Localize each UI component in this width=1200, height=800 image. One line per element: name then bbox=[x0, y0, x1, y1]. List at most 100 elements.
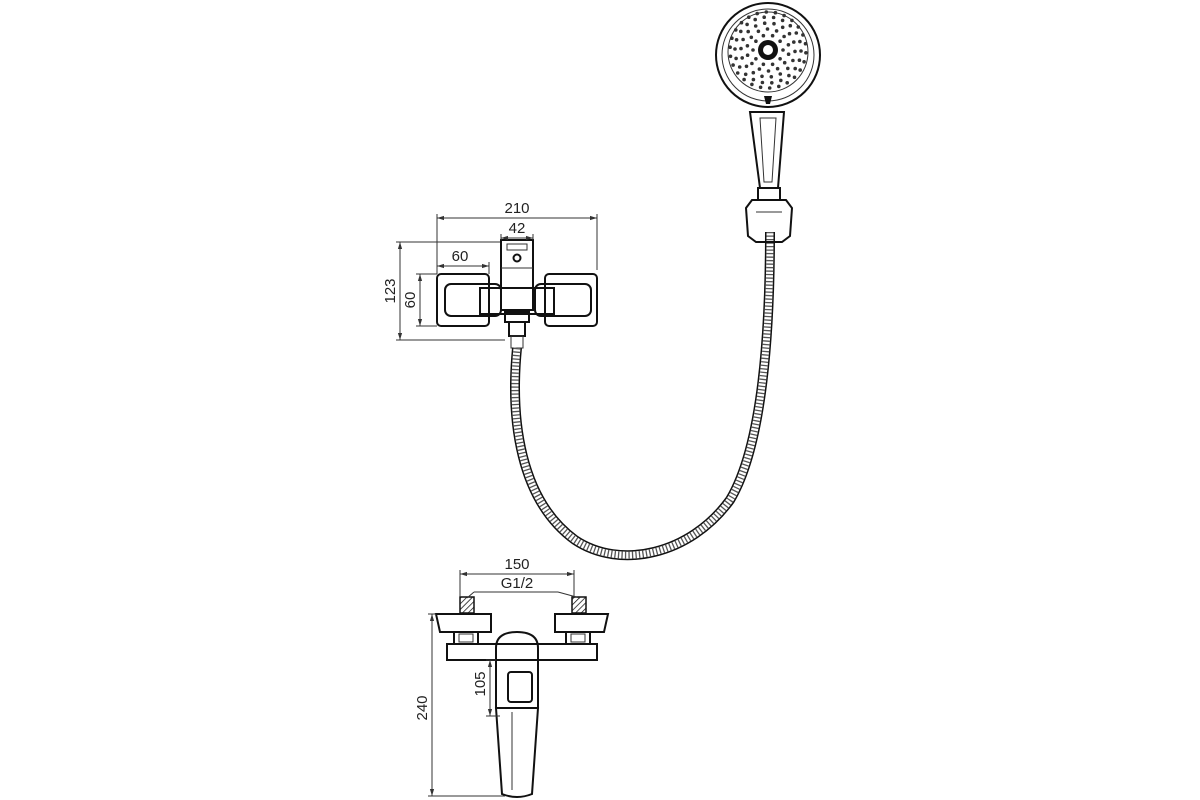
nozzle-dot bbox=[734, 28, 738, 32]
nozzle-dot bbox=[735, 71, 740, 75]
nozzle-dot bbox=[751, 70, 756, 75]
nozzle-dot bbox=[747, 15, 751, 19]
nozzle-dot bbox=[788, 23, 793, 28]
nozzle-dot bbox=[786, 43, 791, 47]
nozzle-dot bbox=[774, 29, 779, 33]
mixer-body-bar bbox=[479, 287, 555, 315]
nozzle-dot bbox=[772, 21, 776, 26]
dimension-overall-height: 123 bbox=[382, 241, 505, 341]
nozzle-dot bbox=[802, 60, 806, 64]
shower-hose bbox=[510, 231, 775, 561]
nozzle-dot bbox=[792, 75, 797, 80]
nozzle-dot bbox=[761, 62, 766, 67]
nozzle-dot bbox=[739, 46, 743, 51]
dimension-center-distance: 150 bbox=[459, 556, 575, 597]
nozzle-dot bbox=[796, 25, 801, 29]
nozzle-dot bbox=[797, 58, 802, 62]
nozzle-dot bbox=[742, 77, 746, 82]
hose-outlet-nut bbox=[504, 311, 530, 349]
nozzle-dot bbox=[745, 53, 750, 57]
spout bbox=[494, 707, 540, 798]
dim-label-60-h: 60 bbox=[452, 248, 469, 265]
nozzle-dot bbox=[782, 13, 786, 18]
nozzle-dot bbox=[749, 35, 754, 40]
nozzle-dot bbox=[804, 51, 808, 55]
nozzle-dot bbox=[728, 54, 733, 59]
nozzle-dot bbox=[778, 39, 782, 43]
nozzle-dot bbox=[753, 24, 758, 28]
right-handle bbox=[534, 273, 598, 327]
dimension-overall-width: 210 bbox=[436, 200, 598, 270]
nozzle-dot bbox=[764, 10, 769, 14]
nozzle-dot bbox=[794, 31, 799, 35]
nozzle-dot bbox=[751, 77, 756, 82]
nozzle-dot bbox=[803, 41, 808, 46]
left-thread bbox=[459, 596, 475, 614]
thread-callout: G1/2 bbox=[466, 575, 581, 599]
nozzle-dot bbox=[744, 64, 749, 69]
nozzle-dot bbox=[785, 81, 789, 85]
nozzle-dot bbox=[786, 66, 790, 71]
nozzle-dot bbox=[728, 45, 732, 49]
nozzle-dot bbox=[787, 31, 792, 36]
central-column bbox=[495, 630, 539, 709]
nozzle-dot bbox=[765, 27, 770, 31]
nozzle-dot bbox=[741, 37, 745, 42]
nozzle-dot bbox=[739, 20, 744, 25]
nozzle-dot bbox=[773, 10, 778, 15]
nozzle-dot bbox=[754, 57, 758, 61]
right-thread bbox=[571, 596, 587, 614]
dimension-handle-width: 60 bbox=[436, 248, 490, 274]
dimension-body-height: 60 bbox=[402, 273, 437, 327]
nozzle-dot bbox=[757, 67, 762, 71]
nozzle-dot bbox=[786, 52, 791, 56]
nozzle-dot bbox=[740, 56, 744, 60]
right-flange bbox=[554, 613, 610, 633]
dimension-spout-projection: 105 bbox=[472, 659, 500, 717]
left-handle bbox=[436, 273, 502, 327]
nozzle-dot bbox=[798, 39, 802, 44]
nozzle-dot bbox=[760, 80, 765, 85]
nozzle-dot bbox=[762, 15, 766, 19]
hand-shower bbox=[715, 2, 821, 243]
nozzle-dot bbox=[770, 81, 774, 85]
nozzle-dot bbox=[737, 65, 742, 69]
dim-label-42: 42 bbox=[509, 220, 526, 237]
mixer-top-view: 150 G1/2 105 240 bbox=[414, 556, 610, 798]
mixer-front-view: 210 42 60 123 60 bbox=[382, 200, 598, 349]
nozzle-dot bbox=[801, 33, 805, 37]
nozzle-dot bbox=[755, 11, 759, 16]
nozzle-dot bbox=[766, 69, 771, 73]
nozzle-dot bbox=[761, 33, 766, 38]
nozzle-dot bbox=[793, 49, 797, 54]
nozzle-dot bbox=[769, 75, 774, 79]
nozzle-dot bbox=[753, 17, 757, 22]
dim-label-240: 240 bbox=[414, 695, 431, 720]
nozzle-dot bbox=[745, 44, 750, 48]
nozzle-dot bbox=[781, 48, 785, 52]
nozzle-dot bbox=[758, 85, 763, 90]
nozzle-dot bbox=[798, 68, 802, 72]
nozzle-dot bbox=[791, 58, 795, 63]
nozzle-dot bbox=[750, 61, 754, 66]
nozzle-dot bbox=[780, 18, 785, 23]
nozzle-dot bbox=[782, 34, 786, 39]
nozzle-dot bbox=[754, 39, 758, 43]
shower-nozzles bbox=[728, 10, 808, 90]
nozzle-dot bbox=[746, 29, 750, 34]
nozzle-dot bbox=[770, 62, 775, 67]
nozzle-dot bbox=[733, 47, 737, 51]
nozzle-dot bbox=[730, 36, 734, 40]
dim-label-150: 150 bbox=[504, 556, 529, 573]
dimension-overall-depth: 240 bbox=[414, 613, 505, 797]
nozzle-dot bbox=[739, 29, 743, 34]
diverter-knob bbox=[512, 253, 522, 263]
dim-label-105: 105 bbox=[472, 671, 489, 696]
nozzle-dot bbox=[771, 15, 776, 20]
nozzle-dot bbox=[779, 78, 783, 83]
nozzle-dot bbox=[780, 25, 785, 30]
dim-label-123: 123 bbox=[382, 278, 399, 303]
nozzle-dot bbox=[777, 84, 781, 89]
